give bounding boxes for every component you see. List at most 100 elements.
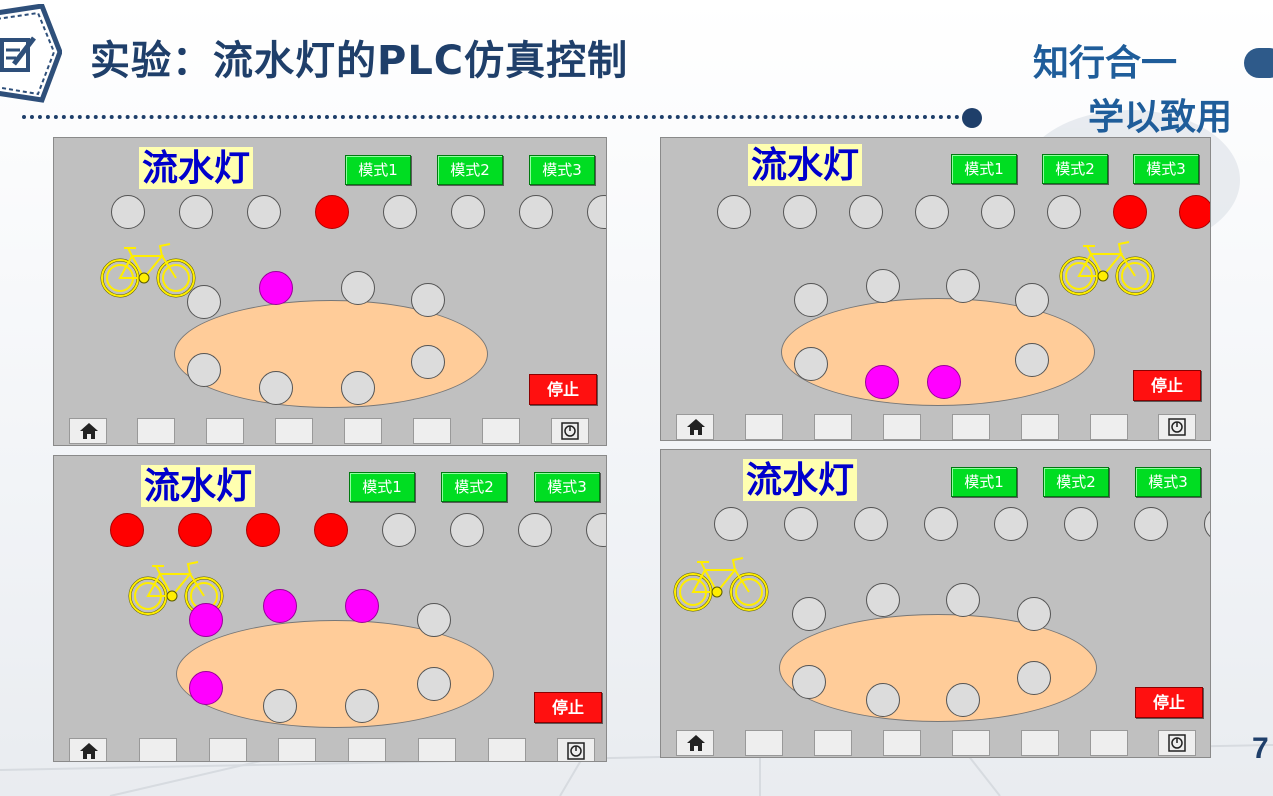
row-lamp-6 (1047, 195, 1081, 229)
divider-dot (962, 108, 982, 128)
mode-2-button[interactable]: 模式2 (1043, 467, 1109, 497)
mode-3-button[interactable]: 模式3 (534, 472, 600, 502)
row-lamp-7 (1134, 507, 1168, 541)
nav-button-3[interactable] (883, 414, 921, 440)
ring-lamp-7 (794, 347, 828, 381)
nav-button-1[interactable] (745, 414, 783, 440)
row-lamp-1 (110, 513, 144, 547)
row-lamp-7 (519, 195, 553, 229)
mode-1-button[interactable]: 模式1 (349, 472, 415, 502)
row-lamp-3 (849, 195, 883, 229)
ring-lamp-2 (341, 271, 375, 305)
mode-2-button[interactable]: 模式2 (1042, 154, 1108, 184)
nav-button-1[interactable] (139, 738, 177, 761)
row-lamp-7 (518, 513, 552, 547)
nav-button-3[interactable] (275, 418, 313, 444)
nav-button-6[interactable] (1090, 730, 1128, 756)
row-lamp-1 (111, 195, 145, 229)
mode-1-button[interactable]: 模式1 (345, 155, 411, 185)
power-button[interactable] (1158, 414, 1196, 440)
bicycle-icon (1057, 238, 1157, 298)
power-button[interactable] (557, 738, 595, 761)
page-title: 实验：流水灯的PLC仿真控制 (90, 38, 629, 84)
ring-lamp-8 (187, 285, 221, 319)
mode-2-button[interactable]: 模式2 (441, 472, 507, 502)
stop-button[interactable]: 停止 (1133, 370, 1201, 401)
nav-button-4[interactable] (344, 418, 382, 444)
ring-lamp-4 (1017, 661, 1051, 695)
nav-button-2[interactable] (814, 414, 852, 440)
mode-3-button[interactable]: 模式3 (1135, 467, 1201, 497)
ring-lamp-8 (792, 597, 826, 631)
nav-button-5[interactable] (1021, 414, 1059, 440)
row-lamp-8 (1179, 195, 1210, 229)
home-button[interactable] (676, 730, 714, 756)
row-lamp-4 (315, 195, 349, 229)
nav-button-1[interactable] (745, 730, 783, 756)
ring-lamp-1 (866, 269, 900, 303)
bicycle-icon (98, 240, 198, 300)
panel-title: 流水灯 (139, 147, 254, 189)
ring-lamp-8 (189, 603, 223, 637)
ring-lamp-3 (1017, 597, 1051, 631)
mode-1-button[interactable]: 模式1 (951, 154, 1017, 184)
nav-button-2[interactable] (814, 730, 852, 756)
nav-button-3[interactable] (278, 738, 316, 761)
power-icon (567, 742, 585, 760)
ring-lamp-3 (417, 603, 451, 637)
hmi-panel-1: 流水灯 模式1 模式2 模式3 停止 (53, 137, 607, 446)
mode-1-button[interactable]: 模式1 (951, 467, 1017, 497)
ring-lamp-7 (187, 353, 221, 387)
nav-button-4[interactable] (952, 414, 990, 440)
ring-lamp-6 (259, 371, 293, 405)
stop-button[interactable]: 停止 (1135, 687, 1203, 718)
row-lamp-6 (1064, 507, 1098, 541)
ring-lamp-2 (345, 589, 379, 623)
nav-button-2[interactable] (206, 418, 244, 444)
ring-lamp-5 (345, 689, 379, 723)
row-lamp-8 (587, 195, 606, 229)
motto-line-1: 知行合一 (1033, 43, 1178, 84)
nav-button-4[interactable] (348, 738, 386, 761)
row-lamp-4 (915, 195, 949, 229)
row-lamp-5 (383, 195, 417, 229)
row-lamp-4 (924, 507, 958, 541)
ring-lamp-5 (341, 371, 375, 405)
mode-3-button[interactable]: 模式3 (1133, 154, 1199, 184)
home-button[interactable] (69, 738, 107, 761)
stop-button[interactable]: 停止 (534, 692, 602, 723)
nav-button-5[interactable] (418, 738, 456, 761)
ring-lamp-4 (411, 345, 445, 379)
nav-button-6[interactable] (1090, 414, 1128, 440)
bicycle-icon (671, 554, 771, 614)
mode-2-button[interactable]: 模式2 (437, 155, 503, 185)
stop-button[interactable]: 停止 (529, 374, 597, 405)
home-icon (687, 735, 705, 751)
mode-3-button[interactable]: 模式3 (529, 155, 595, 185)
power-button[interactable] (551, 418, 589, 444)
ring-lamp-2 (946, 583, 980, 617)
panel-title: 流水灯 (748, 144, 863, 186)
ring-lamp-1 (259, 271, 293, 305)
ring-lamp-3 (1015, 283, 1049, 317)
page-number: 7 (1252, 732, 1269, 765)
power-button[interactable] (1158, 730, 1196, 756)
nav-button-6[interactable] (482, 418, 520, 444)
nav-button-6[interactable] (488, 738, 526, 761)
header-divider (22, 115, 968, 119)
nav-button-3[interactable] (883, 730, 921, 756)
nav-button-5[interactable] (1021, 730, 1059, 756)
ring-lamp-6 (865, 365, 899, 399)
ring-lamp-5 (927, 365, 961, 399)
ring-lamp-1 (263, 589, 297, 623)
nav-button-2[interactable] (209, 738, 247, 761)
nav-button-4[interactable] (952, 730, 990, 756)
table-oval (779, 614, 1097, 722)
nav-button-1[interactable] (137, 418, 175, 444)
home-button[interactable] (676, 414, 714, 440)
home-button[interactable] (69, 418, 107, 444)
nav-button-5[interactable] (413, 418, 451, 444)
row-lamp-4 (314, 513, 348, 547)
